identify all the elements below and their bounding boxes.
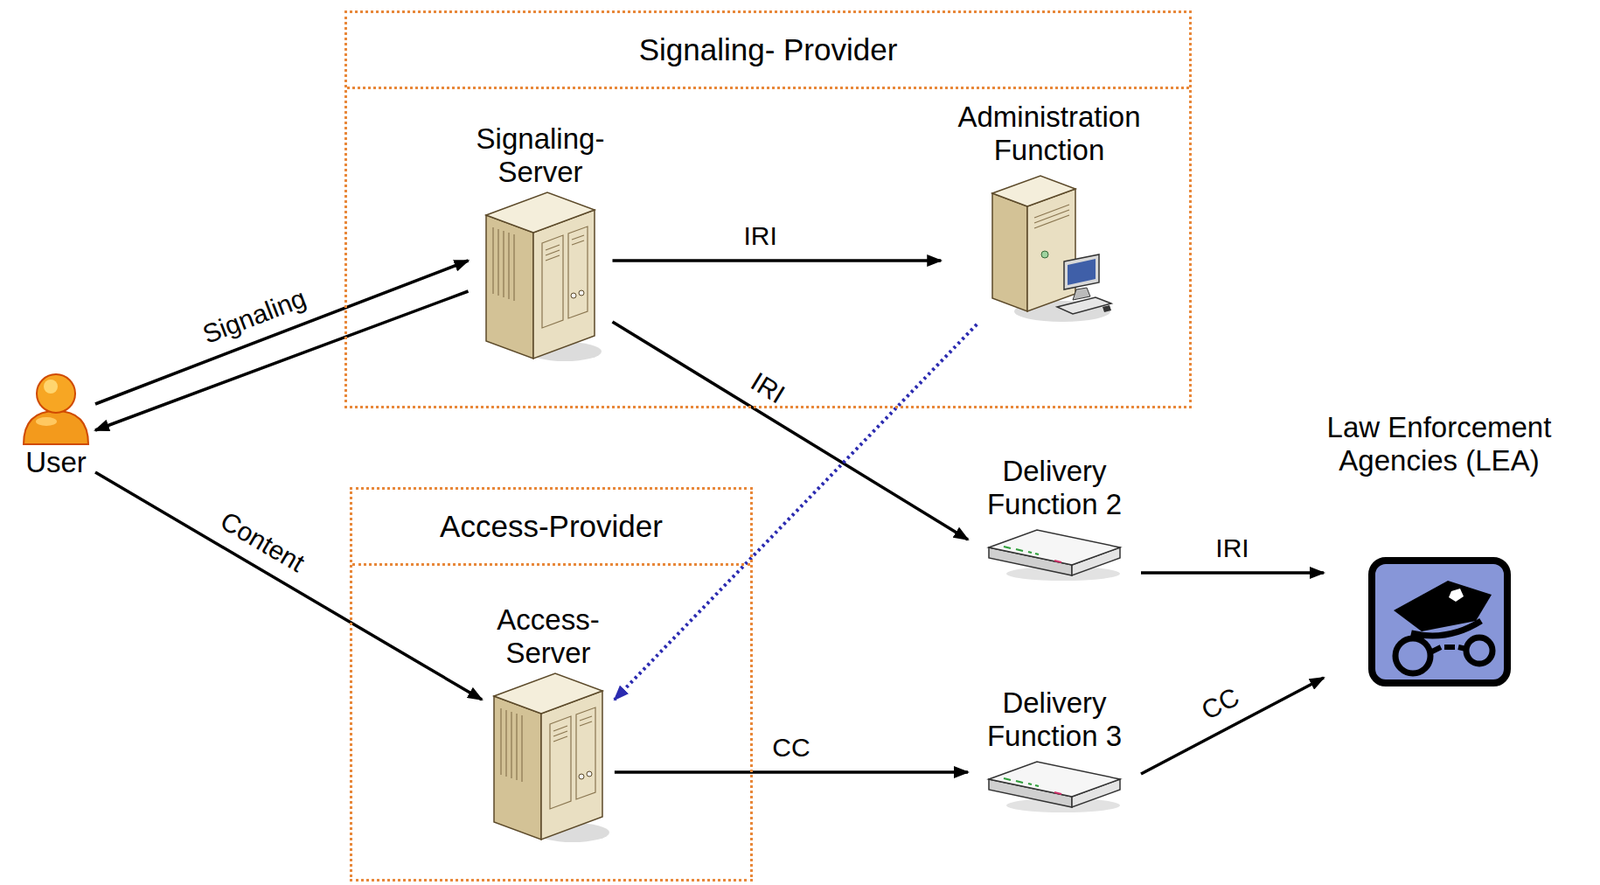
control-connector — [614, 324, 977, 700]
server-node: Access- Server — [481, 603, 615, 845]
edge-label: IRI — [1215, 533, 1249, 564]
flow-arrow — [614, 770, 968, 774]
admin-node: Administration Function — [940, 100, 1158, 325]
flow-arrow — [95, 260, 469, 404]
flow-arrow — [1140, 677, 1324, 774]
provider-group: Signaling- ProviderSignaling- Server Adm… — [344, 10, 1192, 409]
server-icon — [479, 188, 602, 364]
node-label: Administration Function — [940, 100, 1158, 167]
delivery-device-icon — [984, 752, 1125, 814]
edge-label: Signaling — [198, 283, 311, 351]
edge-label: IRI — [743, 221, 777, 252]
server-icon — [486, 669, 610, 845]
delivery-node: Delivery Function 2 — [967, 454, 1141, 583]
group-title: Access-Provider — [439, 508, 663, 544]
user-node: User — [16, 367, 96, 480]
edge-label: IRI — [744, 366, 790, 410]
group-title: Signaling- Provider — [639, 32, 898, 68]
node-label: Delivery Function 2 — [967, 454, 1141, 522]
police-badge-icon — [1367, 556, 1512, 688]
server-node: Signaling- Server — [468, 122, 613, 364]
agency-node: Law Enforcement Agencies (LEA) — [1323, 410, 1555, 688]
flow-arrow — [612, 258, 942, 263]
provider-group: Access-ProviderAccess- Server — [349, 486, 753, 882]
user-icon — [16, 367, 96, 446]
flow-arrow — [95, 472, 482, 700]
node-label: Access- Server — [481, 603, 615, 670]
node-label: Signaling- Server — [468, 122, 613, 189]
flow-arrow — [1140, 570, 1324, 575]
group-header: Signaling- Provider — [347, 13, 1190, 90]
admin-computer-icon — [983, 166, 1115, 325]
edge-label: Content — [215, 505, 310, 578]
edge-label: CC — [1196, 681, 1245, 727]
node-label: User — [16, 445, 96, 480]
node-label: Delivery Function 3 — [967, 686, 1141, 753]
edge-label: CC — [772, 732, 810, 764]
delivery-device-icon — [984, 521, 1125, 583]
delivery-node: Delivery Function 3 — [967, 686, 1141, 814]
group-header: Access-Provider — [352, 489, 751, 566]
node-label: Law Enforcement Agencies (LEA) — [1323, 410, 1555, 478]
flow-arrow — [612, 321, 969, 540]
